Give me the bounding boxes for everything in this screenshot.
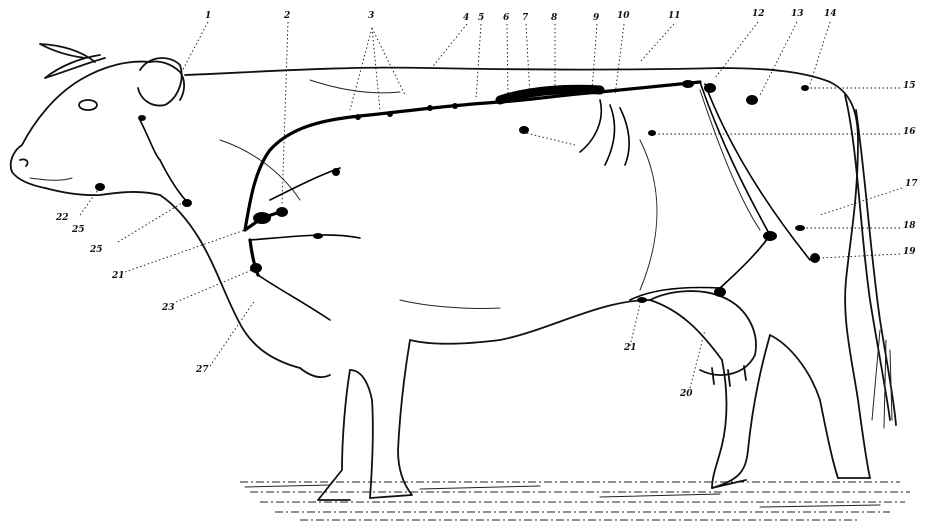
label-27: 27 [196, 366, 209, 375]
label-15: 15 [903, 82, 916, 91]
label-2: 2 [284, 12, 290, 21]
label-25-neck: 25 [90, 246, 103, 255]
label-17: 17 [905, 180, 918, 189]
label-14: 14 [824, 10, 837, 19]
label-11: 11 [668, 12, 681, 21]
label-16: 16 [903, 128, 916, 137]
label-20: 20 [680, 390, 693, 399]
label-5: 5 [478, 14, 484, 23]
label-23: 23 [162, 304, 175, 313]
leader-lines [80, 22, 902, 388]
label-9: 9 [593, 14, 599, 23]
label-25-throat: 25 [72, 226, 85, 235]
label-18: 18 [903, 222, 916, 231]
label-6: 6 [503, 14, 509, 23]
label-4: 4 [463, 14, 469, 23]
ground-hatching [240, 482, 910, 520]
label-22: 22 [56, 214, 69, 223]
label-19: 19 [903, 248, 916, 257]
label-3: 3 [368, 12, 374, 21]
label-21-neck: 21 [112, 272, 125, 281]
label-1: 1 [205, 12, 211, 21]
label-21-belly: 21 [624, 344, 637, 353]
label-13: 13 [791, 10, 804, 19]
cow-outline [11, 44, 896, 500]
label-12: 12 [752, 10, 765, 19]
label-7: 7 [522, 14, 528, 23]
label-8: 8 [551, 14, 557, 23]
label-10: 10 [617, 12, 630, 21]
